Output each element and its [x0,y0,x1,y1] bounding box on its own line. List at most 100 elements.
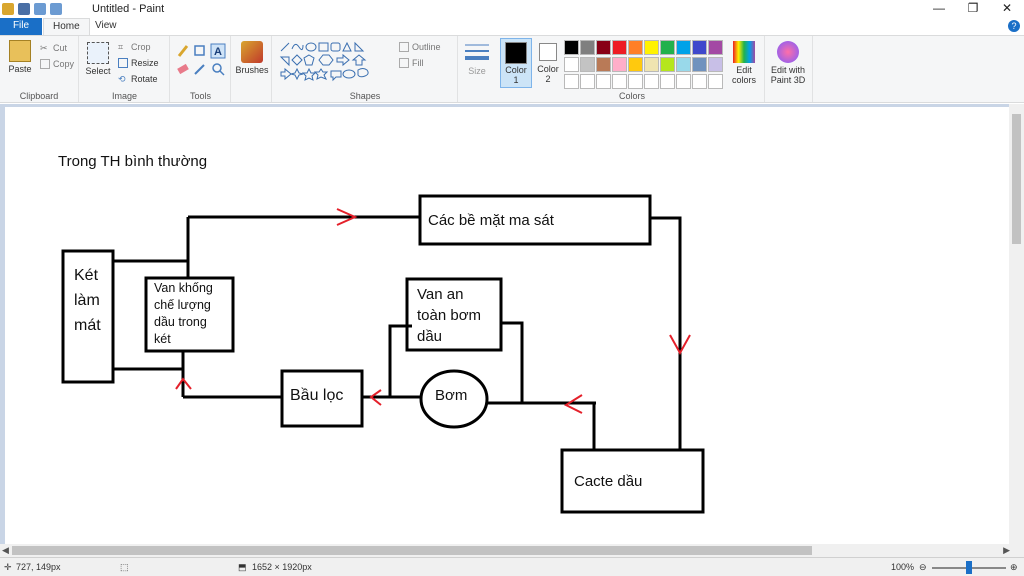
safety-valve-box [405,277,503,352]
palette-swatch[interactable] [580,74,595,89]
shapes-gallery[interactable] [279,41,387,85]
tab-file[interactable]: File [0,18,42,35]
help-icon[interactable]: ? [1008,20,1020,32]
flow-arrow-filter [369,389,382,406]
pipe-safety-valve-return [501,321,524,403]
palette-swatch[interactable] [580,57,595,72]
text-icon[interactable]: A [210,43,226,59]
valve-control-line: két [154,332,171,346]
cut-label: Cut [53,43,68,53]
brushes-button[interactable]: Brushes [234,41,270,75]
cut-button[interactable]: ✂ Cut [40,42,67,54]
horizontal-scroll-thumb[interactable] [12,546,812,555]
palette-swatch[interactable] [708,57,723,72]
flow-arrow-right [669,334,691,356]
palette-swatch[interactable] [708,40,723,55]
palette-swatch[interactable] [692,57,707,72]
color2-button[interactable]: Color 2 [534,38,562,84]
horizontal-scrollbar[interactable]: ◀ ▶ [0,544,1024,557]
palette-swatch[interactable] [612,74,627,89]
palette-swatch[interactable] [644,57,659,72]
palette-swatch[interactable] [580,40,595,55]
palette-swatch[interactable] [708,74,723,89]
sump-box [560,448,705,514]
palette-swatch[interactable] [660,74,675,89]
palette-swatch[interactable] [676,74,691,89]
copy-icon [40,59,50,69]
size-button[interactable]: Size [462,42,492,76]
palette-swatch[interactable] [628,74,643,89]
palette-swatch[interactable] [692,40,707,55]
scroll-right-icon[interactable]: ▶ [1003,545,1010,555]
scroll-left-icon[interactable]: ◀ [2,545,9,555]
palette-swatch[interactable] [564,40,579,55]
resize-button[interactable]: Resize [118,57,159,69]
color-picker-icon[interactable] [194,64,205,75]
zoom-out-icon[interactable]: ⊖ [919,562,927,572]
diagram-drawing [61,194,705,514]
palette-swatch[interactable] [596,57,611,72]
palette-swatch[interactable] [628,40,643,55]
vertical-scroll-thumb[interactable] [1012,114,1021,244]
palette-swatch[interactable] [692,74,707,89]
zoom-slider-thumb[interactable] [966,561,972,574]
resize-icon [118,58,128,68]
vertical-scrollbar[interactable] [1009,104,1024,544]
palette-swatch[interactable] [644,74,659,89]
palette-swatch[interactable] [676,57,691,72]
close-button[interactable]: ✕ [1001,1,1013,15]
safety-valve-label: Van an toàn bơm dầu [417,284,481,347]
flow-arrow-top [336,208,358,226]
redo-icon[interactable] [50,3,62,15]
fill-button[interactable]: Fill [399,57,424,69]
palette-swatch[interactable] [628,57,643,72]
fill-icon[interactable] [194,45,205,56]
tools-group-label: Tools [189,91,211,101]
palette-swatch[interactable] [644,40,659,55]
eraser-icon[interactable] [177,63,189,75]
palette-swatch[interactable] [612,40,627,55]
svg-text:A: A [214,46,222,58]
zoom-in-icon[interactable]: ⊕ [1010,562,1018,572]
edit-colors-button[interactable]: Edit colors [728,41,760,85]
crop-label: Crop [131,42,151,52]
color1-button[interactable]: Color 1 [500,38,532,88]
pencil-icon[interactable] [177,45,189,57]
copy-button[interactable]: Copy [40,58,74,70]
palette-swatch[interactable] [564,57,579,72]
palette-swatch[interactable] [660,40,675,55]
crop-button[interactable]: ⌗ Crop [118,41,151,53]
paste-button[interactable]: Paste [6,40,34,74]
magnifier-icon[interactable] [212,63,225,76]
palette-swatch[interactable] [564,74,579,89]
palette-swatch[interactable] [676,40,691,55]
palette-swatch[interactable] [612,57,627,72]
diagram-heading: Trong TH bình thường [58,153,208,170]
palette-swatch[interactable] [596,40,611,55]
minimize-button[interactable]: — [933,1,945,15]
radiator-label-line: làm [74,292,100,309]
palette-swatch[interactable] [660,57,675,72]
palette-swatch[interactable] [596,74,611,89]
brushes-label: Brushes [235,65,269,75]
pipe-to-safety-valve [388,324,412,397]
save-icon[interactable] [18,3,30,15]
select-button[interactable]: Select [84,42,112,76]
image-group-label: Image [111,91,137,101]
tab-view[interactable]: View [95,20,117,31]
selection-size-icon: ⬚ [120,562,129,572]
rotate-button[interactable]: ⟲ Rotate [118,73,158,85]
undo-icon[interactable] [34,3,46,15]
paint-app-icon [2,3,14,15]
valve-control-label: Van khống chế lượng dầu trong két [154,280,213,348]
pump-ellipse [419,369,489,429]
rotate-icon: ⟲ [118,74,126,84]
restore-button[interactable]: ❐ [967,1,979,15]
color2-label: Color [537,64,559,74]
tab-home[interactable]: Home [43,18,90,35]
rainbow-icon [733,41,755,63]
edit-with-paint3d-button[interactable]: Edit with Paint 3D [766,41,810,85]
fill-bucket-icon [399,58,409,68]
outline-button[interactable]: Outline [399,41,441,53]
canvas[interactable]: Trong TH bình thường Két làm mát Van khố… [5,107,1009,544]
